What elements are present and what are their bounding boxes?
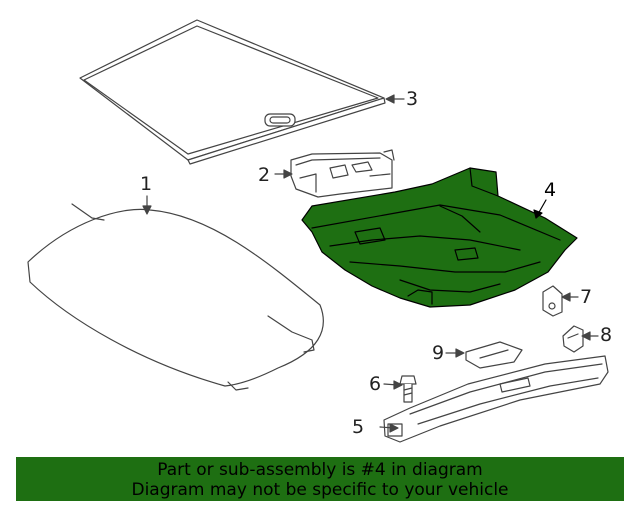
part-4-floor-panel[interactable] — [301, 167, 578, 308]
callout-4[interactable]: 4 — [544, 179, 557, 201]
part-6-bolt[interactable] — [399, 375, 417, 403]
part-9-small-panel[interactable] — [465, 341, 523, 369]
callout-3[interactable]: 3 — [406, 88, 419, 110]
callout-5[interactable]: 5 — [352, 416, 365, 438]
part-info-banner: Part or sub-assembly is #4 in diagram Di… — [16, 457, 624, 501]
part-7-clip[interactable] — [542, 285, 563, 317]
part-1-floor-mat[interactable] — [27, 203, 324, 391]
callout-6[interactable]: 6 — [369, 373, 382, 395]
part-3-cargo-cover[interactable] — [79, 19, 386, 165]
callout-2[interactable]: 2 — [258, 164, 271, 186]
callout-7[interactable]: 7 — [580, 286, 593, 308]
leader-lines — [142, 94, 599, 433]
banner-line-2: Diagram may not be specific to your vehi… — [131, 480, 509, 500]
part-5-sill-plate[interactable] — [383, 355, 609, 443]
banner-line-1: Part or sub-assembly is #4 in diagram — [157, 460, 483, 480]
part-8-bracket[interactable] — [562, 325, 584, 353]
callout-1[interactable]: 1 — [140, 173, 153, 195]
part-2-storage-bin[interactable] — [290, 149, 395, 198]
callout-9[interactable]: 9 — [432, 342, 445, 364]
callout-8[interactable]: 8 — [600, 324, 613, 346]
